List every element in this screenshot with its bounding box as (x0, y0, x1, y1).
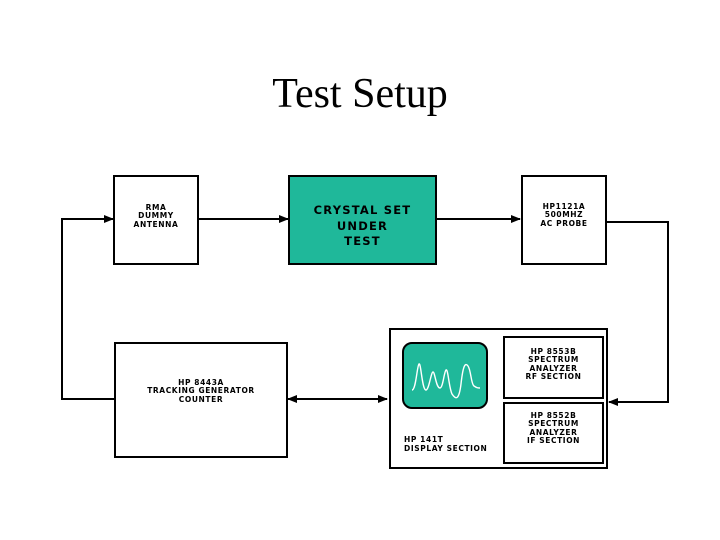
if-label-1: HP 8552B (530, 411, 577, 420)
crystal-set-box: CRYSTAL SET UNDER TEST (288, 175, 437, 265)
probe-label-2: 500MHZ (544, 210, 584, 220)
tracking-label-3: COUNTER (178, 394, 224, 404)
rma-label-1: RMA (145, 203, 167, 212)
if-label-2: SPECTRUM (528, 419, 579, 429)
if-section-box: HP 8552B SPECTRUM ANALYZER IF SECTION (503, 402, 604, 464)
trace-waveform (411, 363, 481, 399)
display-section-caption: HP 141T DISPLAY SECTION (404, 435, 488, 453)
display-trace (411, 363, 481, 399)
rf-label-1: HP 8553B (530, 347, 577, 356)
ac-probe-box: HP1121A 500MHZ AC PROBE (521, 175, 607, 265)
crystal-label-3: TEST (344, 234, 381, 249)
page-title: Test Setup (272, 71, 448, 117)
probe-label-1: HP1121A (542, 202, 586, 211)
wire-probe-to-rf (606, 221, 669, 406)
probe-label-3: AC PROBE (540, 218, 588, 228)
tracking-label-2: TRACKING GENERATOR (147, 386, 255, 396)
display-label-2: DISPLAY SECTION (404, 443, 488, 453)
rf-label-2: SPECTRUM (528, 355, 579, 365)
tracking-generator-box: HP 8443A TRACKING GENERATOR COUNTER (114, 342, 288, 458)
rma-label-3: ANTENNA (133, 219, 179, 229)
crystal-label-1: CRYSTAL SET (313, 203, 412, 217)
if-label-4: IF SECTION (526, 436, 581, 446)
rma-label-2: DUMMY (138, 211, 174, 221)
tracking-label-1: HP 8443A (178, 378, 224, 387)
rma-dummy-antenna-box: RMA DUMMY ANTENNA (113, 175, 199, 265)
if-label-3: ANALYZER (529, 427, 578, 437)
rf-label-4: RF SECTION (525, 372, 582, 382)
wire-tracking-to-rma (61, 215, 115, 400)
crt-screen (402, 342, 488, 409)
crystal-label-2: UNDER (336, 218, 389, 233)
rf-section-box: HP 8553B SPECTRUM ANALYZER RF SECTION (503, 336, 604, 399)
display-label-1: HP 141T (404, 435, 444, 444)
rf-label-3: ANALYZER (529, 363, 578, 373)
